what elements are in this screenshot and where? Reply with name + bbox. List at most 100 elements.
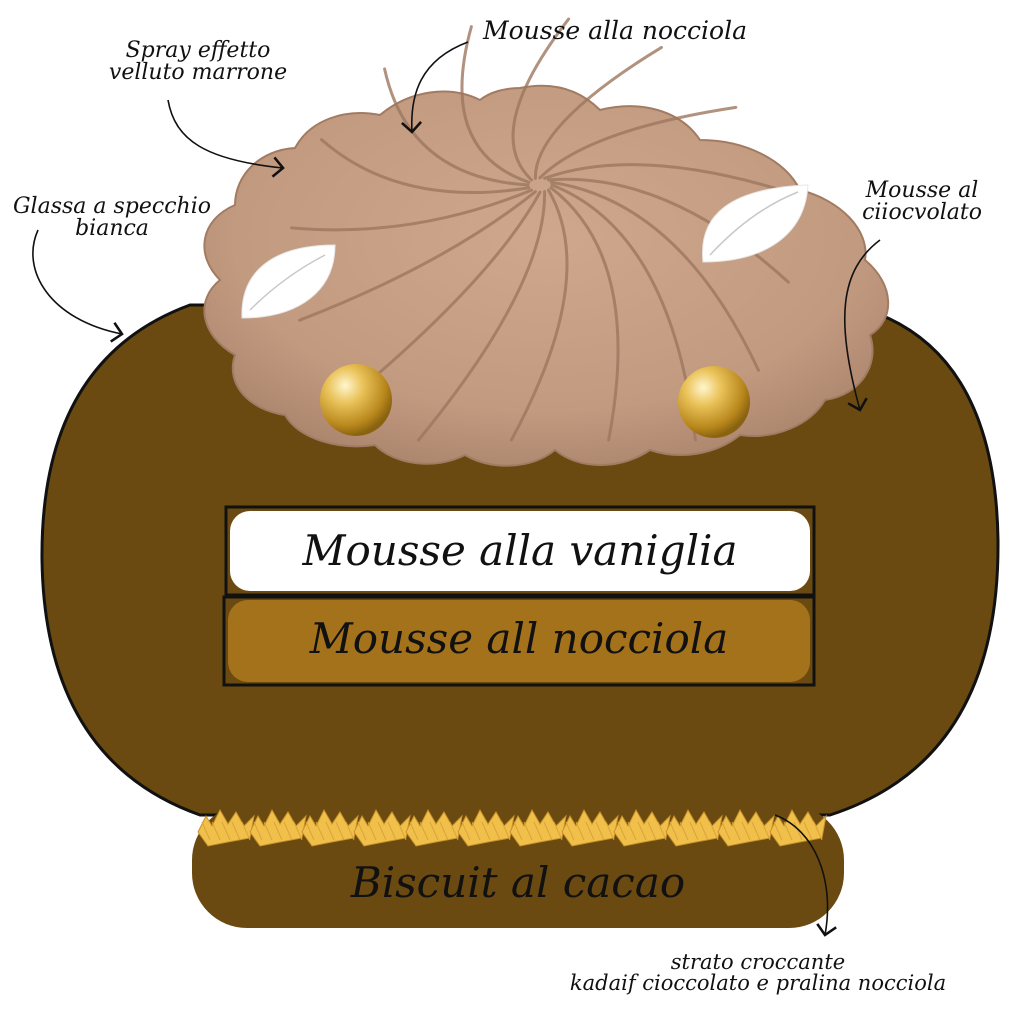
kadaif-strand: [761, 821, 771, 841]
white-leaf-left-vein: [249, 254, 326, 311]
kadaif-tuft: [249, 808, 307, 847]
swirl-groove: [538, 105, 738, 180]
kadaif-strand: [305, 821, 315, 841]
arrow-top-mousse: [401, 41, 469, 134]
arrow-choc-mousse: [843, 239, 881, 412]
swirl-groove: [342, 190, 542, 405]
kadaif-strand: [751, 821, 761, 841]
swirl-groove: [298, 190, 537, 322]
kadaif-strand: [387, 821, 397, 841]
kadaif-strand: [481, 821, 491, 841]
swirl-groove: [319, 138, 531, 194]
label-choc-mousse-line-1: Mousse al: [865, 178, 979, 203]
white-leaf-right-vein: [709, 191, 799, 256]
label-crunchy-line-2: kadaif cioccolato e pralina nocciola: [569, 971, 947, 995]
kadaif-strand: [211, 821, 221, 841]
kadaif-strand: [501, 821, 511, 841]
swirl-groove: [460, 25, 531, 184]
kadaif-strand: [721, 821, 731, 841]
kadaif-strand: [335, 821, 345, 841]
kadaif-tuft: [717, 808, 775, 847]
label-top-mousse-line: Mousse alla nocciola: [482, 16, 747, 45]
kadaif-strand: [273, 821, 283, 841]
kadaif-strand: [513, 821, 523, 841]
kadaif-strand: [657, 821, 667, 841]
kadaif-strand: [679, 821, 689, 841]
kadaif-strand: [627, 821, 637, 841]
kadaif-tuft: [197, 808, 255, 847]
kadaif-strand: [439, 821, 449, 841]
kadaif-strand: [231, 821, 241, 841]
kadaif-strand: [605, 821, 615, 841]
label-choc-mousse-line-2: ciiocvolato: [862, 200, 982, 225]
kadaif-tuft: [613, 808, 671, 847]
kadaif-strand: [357, 821, 367, 841]
swirl-groove: [546, 177, 790, 284]
arrow-spray: [167, 99, 285, 178]
arrow-crunchy: [774, 814, 837, 937]
vanilla-layer: [230, 511, 810, 591]
kadaif-strand: [201, 821, 211, 841]
kadaif-strand: [709, 821, 719, 841]
kadaif-tuft: [561, 808, 619, 847]
kadaif-strand: [241, 821, 251, 841]
label-choc-mousse: Mousse al ciiocvolato: [852, 180, 992, 224]
swirl-groove: [549, 186, 620, 442]
kadaif-strand: [263, 821, 273, 841]
kadaif-tuft: [457, 808, 515, 847]
kadaif-strand: [377, 821, 387, 841]
kadaif-strand: [637, 821, 647, 841]
kadaif-strand: [449, 821, 459, 841]
kadaif-strand: [253, 821, 263, 841]
kadaif-strand: [283, 821, 293, 841]
kadaif-strand: [741, 821, 751, 841]
swirl-groove: [290, 188, 534, 232]
swirl-groove: [543, 163, 782, 192]
kadaif-strand: [397, 821, 407, 841]
kadaif-strand: [813, 821, 823, 841]
kadaif-strand: [803, 821, 813, 841]
kadaif-strand: [419, 821, 429, 841]
kadaif-strand: [553, 821, 563, 841]
kadaif-strand: [699, 821, 709, 841]
kadaif-strand: [783, 821, 793, 841]
kadaif-strand: [367, 821, 377, 841]
kadaif-tuft: [665, 808, 723, 847]
kadaif-strand: [731, 821, 741, 841]
kadaif-tuft: [301, 808, 359, 847]
kadaif-strand: [315, 821, 325, 841]
kadaif-strand: [595, 821, 605, 841]
label-crunchy: strato croccante kadaif cioccolato e pra…: [548, 952, 968, 994]
swirl-groove: [533, 45, 663, 180]
kadaif-strand: [293, 821, 303, 841]
label-spray: Spray effetto velluto marrone: [88, 40, 308, 84]
white-leaf-right: [702, 184, 809, 263]
swirl-groove: [509, 188, 569, 442]
label-glaze-line-1: Glassa a specchio: [12, 194, 211, 219]
kadaif-strand: [669, 821, 679, 841]
swirl-groove: [549, 180, 761, 372]
kadaif-strand: [461, 821, 471, 841]
kadaif-strand: [491, 821, 501, 841]
kadaif-strand: [689, 821, 699, 841]
kadaif-strand: [429, 821, 439, 841]
hazelnut-layer: [228, 600, 810, 682]
kadaif-strand: [585, 821, 595, 841]
kadaif-strand: [793, 821, 803, 841]
biscuit-layer-label: Biscuit al cacao: [350, 858, 686, 907]
kadaif-tuft: [405, 808, 463, 847]
gold-pearl-right: [678, 366, 750, 438]
kadaif-strand: [565, 821, 575, 841]
arrow-glaze: [32, 229, 124, 343]
kadaif-strand: [409, 821, 419, 841]
swirl-groove: [383, 67, 530, 187]
label-top-mousse: Mousse alla nocciola: [470, 18, 760, 43]
kadaif-strand: [221, 821, 231, 841]
kadaif-strand: [617, 821, 627, 841]
label-glaze: Glassa a specchio bianca: [2, 196, 222, 240]
velvet-swirl-topping: [203, 17, 890, 467]
label-crunchy-line-1: strato croccante: [670, 950, 846, 974]
vanilla-layer-label: Mousse alla vaniglia: [302, 526, 738, 575]
label-spray-line-2: velluto marrone: [108, 60, 288, 85]
